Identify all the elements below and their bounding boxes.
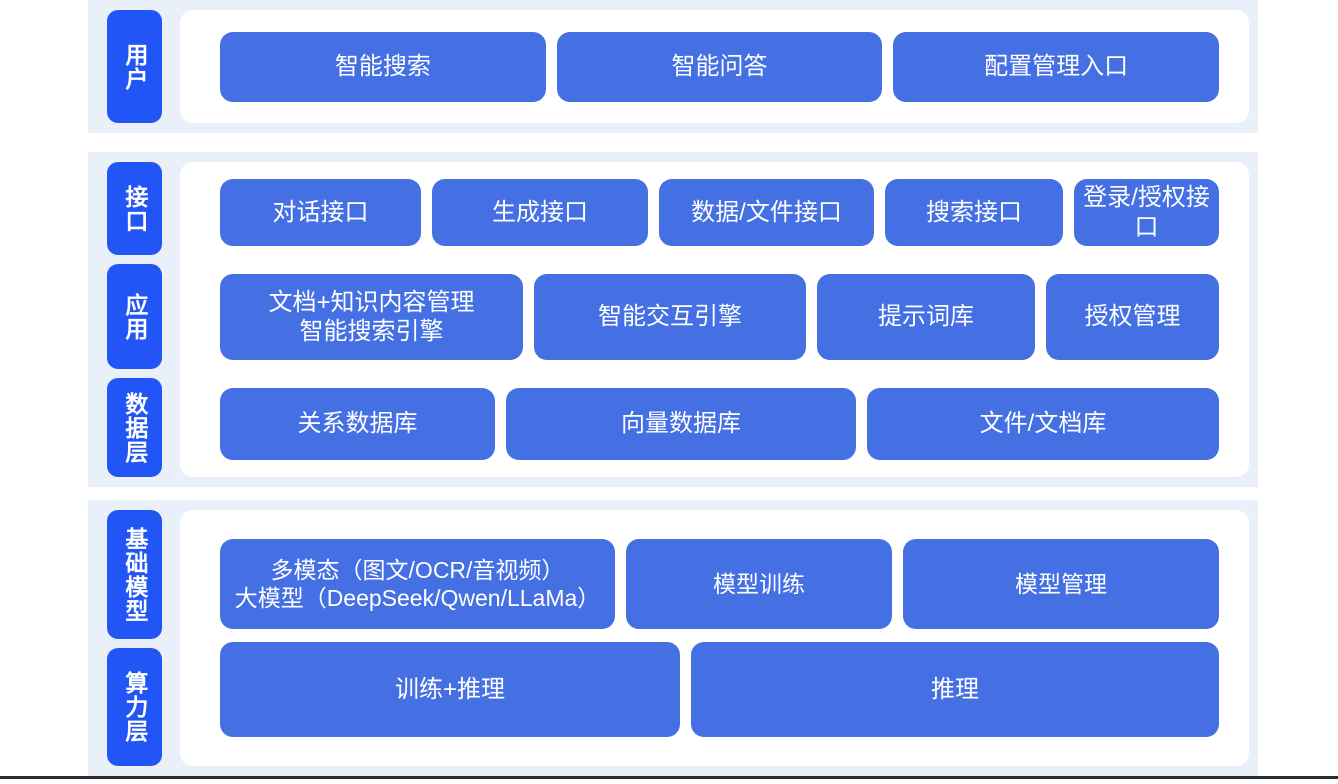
box-smart-interaction-engine[interactable]: 智能交互引擎 bbox=[534, 274, 806, 360]
box-model-training[interactable]: 模型训练 bbox=[626, 539, 892, 629]
below-rule-area bbox=[0, 779, 1338, 784]
layer-label-application: 应用 bbox=[106, 264, 162, 369]
section-users: 用户 智能搜索 智能问答 配置管理入口 bbox=[88, 0, 1258, 133]
box-smart-qa[interactable]: 智能问答 bbox=[556, 31, 883, 102]
box-config-management-entry[interactable]: 配置管理入口 bbox=[893, 31, 1220, 102]
layer-label-data-text: 数据层 bbox=[121, 391, 148, 464]
box-generation-api[interactable]: 生成接口 bbox=[432, 179, 648, 246]
box-data-file-api[interactable]: 数据/文件接口 bbox=[659, 179, 874, 246]
row-compute: 训练+推理 推理 bbox=[220, 642, 1219, 737]
row-interface: 对话接口 生成接口 数据/文件接口 搜索接口 登录/授权接口 bbox=[220, 179, 1219, 246]
box-vector-database[interactable]: 向量数据库 bbox=[506, 388, 856, 460]
layer-label-foundation-model-text: 基础模型 bbox=[121, 526, 148, 623]
layer-label-compute-text: 算力层 bbox=[121, 671, 148, 743]
box-prompt-library[interactable]: 提示词库 bbox=[817, 274, 1035, 360]
section-base-label-column: 基础模型 算力层 bbox=[88, 500, 180, 776]
box-model-management[interactable]: 模型管理 bbox=[903, 539, 1219, 629]
box-multimodal-foundation-model[interactable]: 多模态（图文/OCR/音视频） 大模型（DeepSeek/Qwen/LLaMa） bbox=[220, 539, 615, 629]
layer-label-foundation-model: 基础模型 bbox=[106, 510, 162, 639]
box-login-auth-api[interactable]: 登录/授权接口 bbox=[1074, 179, 1219, 246]
section-middle-label-column: 接口 应用 数据层 bbox=[88, 152, 180, 487]
layer-label-application-text: 应用 bbox=[121, 292, 148, 341]
box-search-api[interactable]: 搜索接口 bbox=[885, 179, 1063, 246]
section-users-label-column: 用户 bbox=[88, 0, 180, 133]
section-base: 基础模型 算力层 多模态（图文/OCR/音视频） 大模型（DeepSeek/Qw… bbox=[88, 500, 1258, 776]
section-base-panel: 多模态（图文/OCR/音视频） 大模型（DeepSeek/Qwen/LLaMa）… bbox=[180, 510, 1249, 766]
bottom-rule bbox=[0, 776, 1338, 779]
box-file-document-store[interactable]: 文件/文档库 bbox=[867, 388, 1219, 460]
box-doc-knowledge-management[interactable]: 文档+知识内容管理 智能搜索引擎 bbox=[220, 274, 523, 360]
row-user-entries: 智能搜索 智能问答 配置管理入口 bbox=[220, 31, 1220, 102]
row-application: 文档+知识内容管理 智能搜索引擎 智能交互引擎 提示词库 授权管理 bbox=[220, 274, 1219, 360]
layer-label-users-text: 用户 bbox=[121, 42, 148, 91]
box-training-inference[interactable]: 训练+推理 bbox=[220, 642, 680, 737]
box-inference[interactable]: 推理 bbox=[691, 642, 1219, 737]
layer-label-interface: 接口 bbox=[106, 162, 162, 255]
section-middle: 接口 应用 数据层 对话接口 生成接口 数据/文件接口 搜索接口 登录/授权接口… bbox=[88, 152, 1258, 487]
section-users-panel: 智能搜索 智能问答 配置管理入口 bbox=[180, 10, 1249, 123]
box-relational-database[interactable]: 关系数据库 bbox=[220, 388, 495, 460]
box-authorization-management[interactable]: 授权管理 bbox=[1046, 274, 1219, 360]
box-smart-search[interactable]: 智能搜索 bbox=[220, 31, 546, 102]
box-dialog-api[interactable]: 对话接口 bbox=[220, 179, 421, 246]
row-data: 关系数据库 向量数据库 文件/文档库 bbox=[220, 388, 1219, 460]
layer-label-users: 用户 bbox=[106, 10, 162, 123]
layer-label-data: 数据层 bbox=[106, 378, 162, 477]
section-middle-panel: 对话接口 生成接口 数据/文件接口 搜索接口 登录/授权接口 文档+知识内容管理… bbox=[180, 162, 1249, 477]
row-model: 多模态（图文/OCR/音视频） 大模型（DeepSeek/Qwen/LLaMa）… bbox=[220, 539, 1219, 629]
layer-label-compute: 算力层 bbox=[106, 648, 162, 766]
layer-label-interface-text: 接口 bbox=[121, 184, 148, 233]
